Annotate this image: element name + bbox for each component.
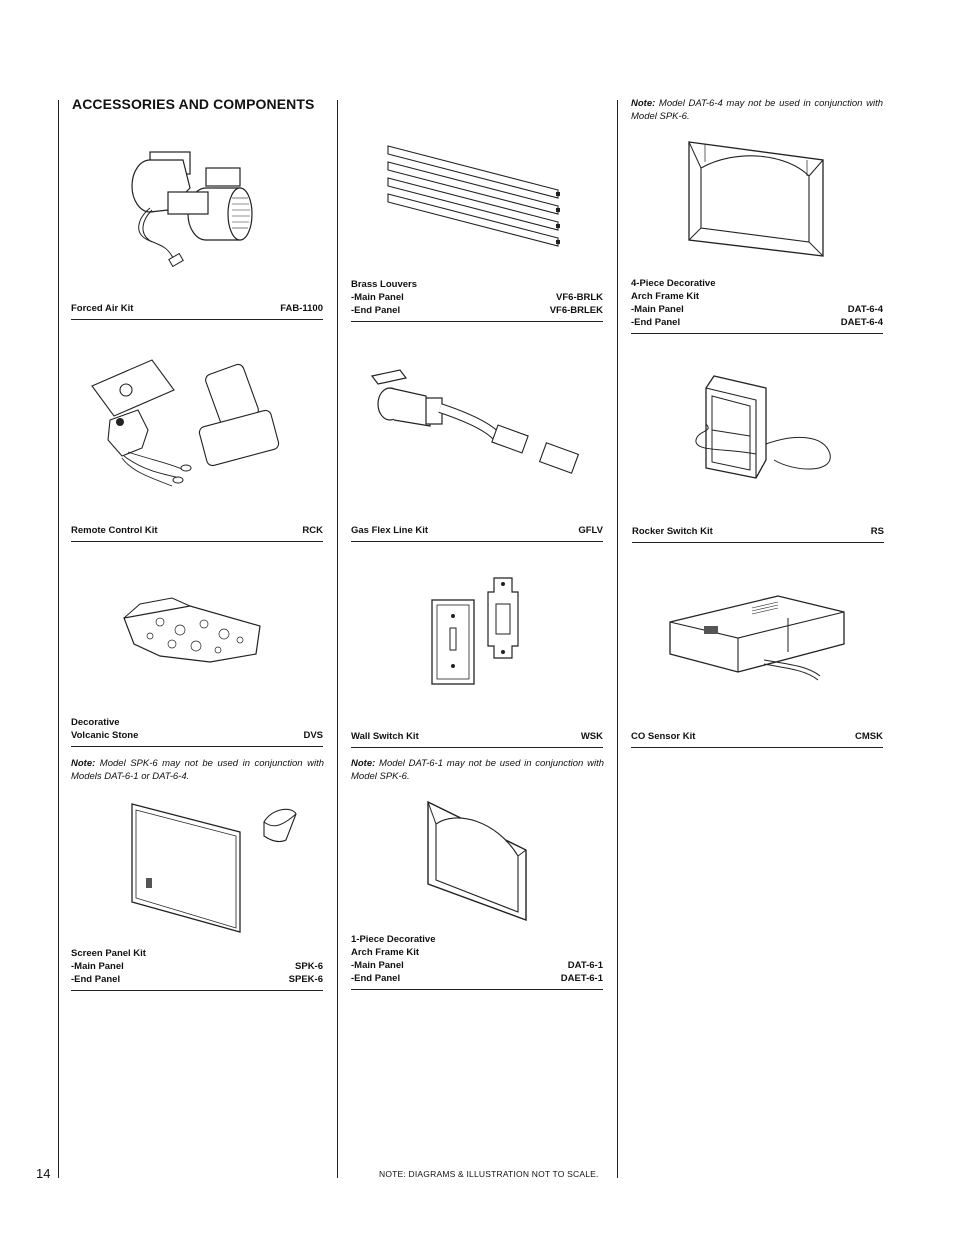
arch-frame-4-piece-illustration bbox=[688, 141, 824, 257]
item-main-label: -Main Panel bbox=[71, 961, 124, 972]
item-rule bbox=[351, 747, 603, 748]
item-gas-flex-line-kit: Gas Flex Line Kit GFLV bbox=[351, 524, 603, 542]
item-forced-air-kit: Forced Air Kit FAB-1100 bbox=[71, 302, 323, 320]
item-end-code: DAET-6-1 bbox=[560, 973, 603, 984]
item-code: DVS bbox=[303, 730, 323, 741]
screen-panel-illustration bbox=[131, 803, 297, 933]
item-wall-switch-kit: Wall Switch Kit WSK bbox=[351, 730, 603, 748]
item-name: Screen Panel Kit bbox=[71, 948, 146, 959]
note-text: Model DAT-6-4 may not be used in conjunc… bbox=[631, 98, 883, 122]
forced-air-kit-illustration bbox=[131, 151, 253, 268]
item-name: Rocker Switch Kit bbox=[632, 526, 713, 537]
item-rule bbox=[71, 990, 323, 991]
item-name-line2: Arch Frame Kit bbox=[351, 947, 420, 958]
item-main-label: -Main Panel bbox=[351, 960, 404, 971]
item-brass-louvers: Brass Louvers -Main Panel VF6-BRLK -End … bbox=[351, 278, 603, 322]
rocker-switch-illustration bbox=[695, 375, 831, 479]
item-rule bbox=[351, 541, 603, 542]
item-name: Brass Louvers bbox=[351, 279, 418, 290]
item-name: CO Sensor Kit bbox=[631, 731, 696, 742]
note-label: Note: bbox=[631, 98, 656, 109]
note-dat-6-4: Note: Model DAT-6-4 may not be used in c… bbox=[631, 97, 883, 123]
note-text: Model SPK-6 may not be used in conjuncti… bbox=[71, 758, 324, 782]
column-divider-right bbox=[617, 100, 618, 1178]
item-rule bbox=[71, 319, 323, 320]
item-co-sensor-kit: CO Sensor Kit CMSK bbox=[631, 730, 883, 748]
item-name-line1: 4-Piece Decorative bbox=[631, 278, 716, 289]
gas-flex-line-illustration bbox=[370, 369, 580, 474]
footer-note: NOTE: DIAGRAMS & ILLUSTRATION NOT TO SCA… bbox=[379, 1169, 599, 1179]
item-main-code: DAT-6-4 bbox=[847, 304, 883, 315]
note-dat-6-1: Note: Model DAT-6-1 may not be used in c… bbox=[351, 757, 604, 783]
item-main-code: SPK-6 bbox=[295, 961, 323, 972]
item-name: Gas Flex Line Kit bbox=[351, 525, 429, 536]
page-title: ACCESSORIES AND COMPONENTS bbox=[72, 96, 315, 112]
item-rule bbox=[631, 747, 883, 748]
item-main-code: VF6-BRLK bbox=[556, 292, 603, 303]
item-rule bbox=[351, 989, 603, 990]
item-name: Remote Control Kit bbox=[71, 525, 158, 536]
item-code: WSK bbox=[580, 731, 603, 742]
arch-frame-1-piece-illustration bbox=[427, 800, 527, 922]
item-name-line2: Volcanic Stone bbox=[71, 730, 139, 741]
item-remote-control-kit: Remote Control Kit RCK bbox=[71, 524, 323, 542]
item-name: Wall Switch Kit bbox=[351, 731, 419, 742]
item-end-label: -End Panel bbox=[631, 317, 681, 328]
note-label: Note: bbox=[71, 758, 96, 769]
item-rocker-switch-kit: Rocker Switch Kit RS bbox=[632, 525, 884, 543]
item-end-label: -End Panel bbox=[351, 305, 401, 316]
item-code: RCK bbox=[302, 525, 323, 536]
item-name: Forced Air Kit bbox=[71, 303, 134, 314]
item-end-code: DAET-6-4 bbox=[840, 317, 883, 328]
item-main-label: -Main Panel bbox=[631, 304, 684, 315]
item-main-code: DAT-6-1 bbox=[567, 960, 603, 971]
wall-switch-illustration bbox=[431, 577, 519, 685]
item-end-label: -End Panel bbox=[71, 974, 121, 985]
item-rule bbox=[351, 321, 603, 322]
item-rule bbox=[71, 746, 323, 747]
item-rule bbox=[71, 541, 323, 542]
note-text: Model DAT-6-1 may not be used in conjunc… bbox=[351, 758, 604, 782]
item-end-label: -End Panel bbox=[351, 973, 401, 984]
page-number: 14 bbox=[36, 1166, 51, 1181]
item-name-line1: Decorative bbox=[71, 717, 120, 728]
item-end-code: VF6-BRLEK bbox=[549, 305, 603, 316]
item-arch-frame-4-piece: 4-Piece Decorative Arch Frame Kit -Main … bbox=[631, 277, 883, 334]
item-screen-panel-kit: Screen Panel Kit -Main Panel SPK-6 -End … bbox=[71, 947, 323, 991]
item-volcanic-stone: Decorative Volcanic Stone DVS bbox=[71, 716, 323, 747]
item-code: GFLV bbox=[578, 525, 603, 536]
column-divider-left bbox=[58, 100, 59, 1178]
item-main-label: -Main Panel bbox=[351, 292, 404, 303]
item-code: CMSK bbox=[855, 731, 883, 742]
item-name-line1: 1-Piece Decorative bbox=[351, 934, 436, 945]
item-end-code: SPEK-6 bbox=[288, 974, 323, 985]
note-label: Note: bbox=[351, 758, 376, 769]
co-sensor-illustration bbox=[669, 595, 845, 681]
item-arch-frame-1-piece: 1-Piece Decorative Arch Frame Kit -Main … bbox=[351, 933, 603, 990]
column-divider-middle bbox=[337, 100, 338, 1178]
item-code: FAB-1100 bbox=[280, 303, 323, 314]
item-code: RS bbox=[870, 526, 884, 537]
brass-louvers-illustration bbox=[387, 145, 560, 247]
note-spk-6: Note: Model SPK-6 may not be used in con… bbox=[71, 757, 324, 783]
item-name-line2: Arch Frame Kit bbox=[631, 291, 700, 302]
item-rule bbox=[631, 333, 883, 334]
item-rule bbox=[632, 542, 884, 543]
volcanic-stone-illustration bbox=[123, 597, 261, 663]
remote-control-kit-illustration bbox=[91, 359, 280, 487]
